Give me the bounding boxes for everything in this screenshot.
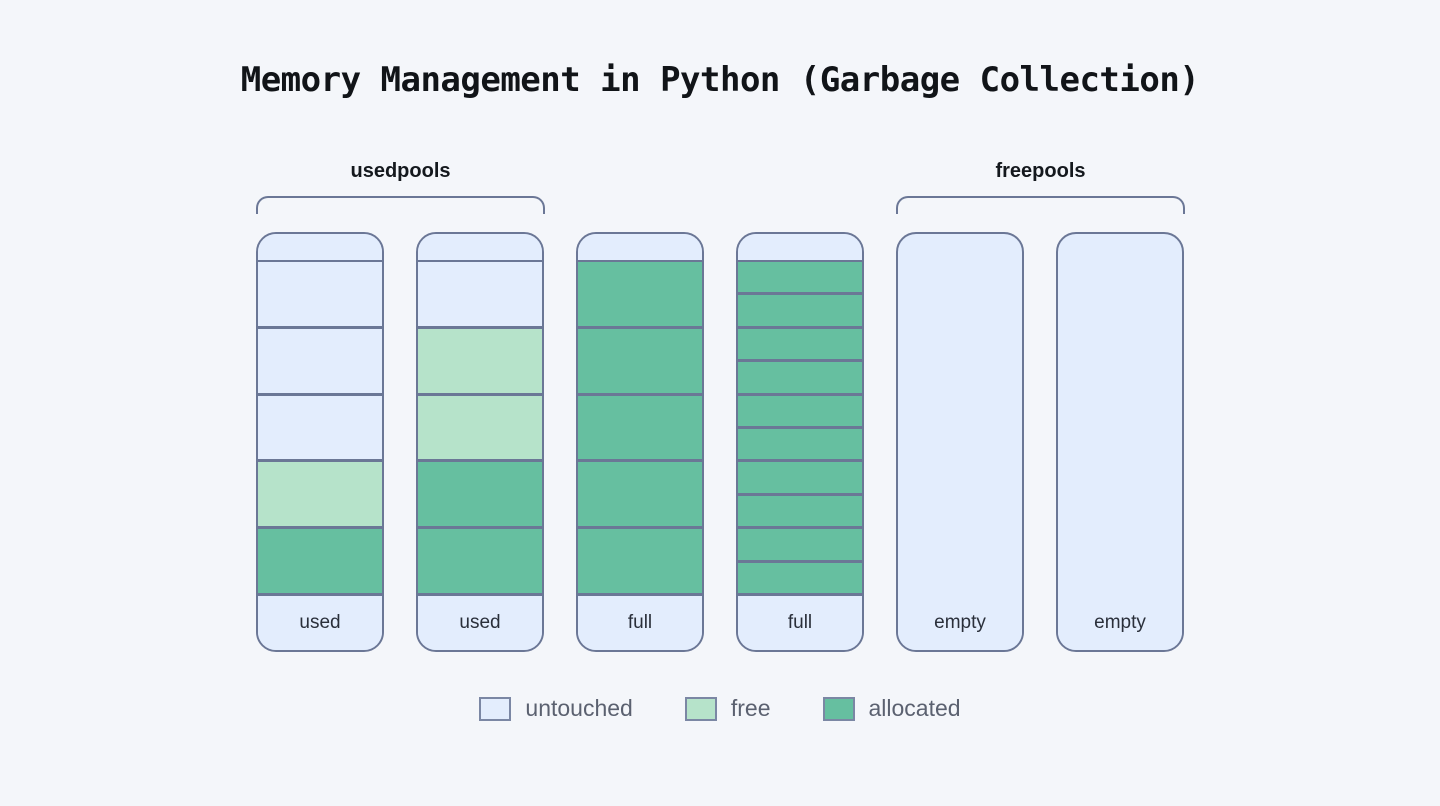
pool-cells — [1058, 234, 1182, 596]
pool-cell-allocated[interactable] — [578, 326, 702, 394]
pool-status-label: full — [738, 594, 862, 650]
pool-2[interactable]: used — [416, 232, 544, 652]
pool-4[interactable]: full — [736, 232, 864, 652]
pool-cell-allocated[interactable] — [738, 527, 862, 561]
pool-cell-allocated[interactable] — [738, 326, 862, 361]
pool-cell-free[interactable] — [258, 460, 382, 528]
pool-cell-free[interactable] — [418, 393, 542, 461]
pool-cells — [258, 260, 382, 594]
pool-1[interactable]: used — [256, 232, 384, 652]
pool-cell-allocated[interactable] — [738, 493, 862, 528]
pool-cell-allocated[interactable] — [418, 527, 542, 594]
pool-3[interactable]: full — [576, 232, 704, 652]
legend-label: allocated — [868, 695, 961, 721]
pool-cell-allocated[interactable] — [738, 293, 862, 327]
pool-cell-allocated[interactable] — [738, 260, 862, 294]
pool-cell-allocated[interactable] — [258, 527, 382, 594]
pool-5[interactable]: empty — [896, 232, 1024, 652]
group-label-freepools: freepools — [995, 160, 1086, 182]
legend-item-free: free — [684, 695, 771, 722]
pool-status-label: empty — [898, 596, 1022, 650]
pool-cap — [578, 234, 702, 260]
pool-cap — [738, 234, 862, 260]
pool-cells — [418, 260, 542, 594]
pool-cell-allocated[interactable] — [738, 460, 862, 494]
legend-swatch-free-icon — [684, 696, 717, 721]
pool-cell-free[interactable] — [418, 326, 542, 394]
pool-cell-allocated[interactable] — [578, 393, 702, 461]
pool-cap — [418, 234, 542, 260]
legend: untouched free allocated — [0, 695, 1440, 722]
pool-cell-untouched[interactable] — [418, 260, 542, 327]
pool-cells — [898, 234, 1022, 596]
pool-cap — [258, 234, 382, 260]
group-label-usedpools: usedpools — [350, 160, 451, 182]
pool-cell-allocated[interactable] — [578, 527, 702, 594]
pool-cell-untouched[interactable] — [258, 393, 382, 461]
pool-cell-allocated[interactable] — [418, 460, 542, 528]
group-bracket-freepools — [896, 196, 1185, 214]
pool-cells — [578, 260, 702, 594]
pool-status-label: full — [578, 594, 702, 650]
pool-cell-allocated[interactable] — [578, 260, 702, 327]
group-bracket-usedpools — [256, 196, 545, 214]
pool-cell-allocated[interactable] — [738, 560, 862, 595]
legend-item-allocated: allocated — [822, 695, 961, 722]
pool-status-label: used — [258, 594, 382, 650]
pool-cell-allocated[interactable] — [738, 427, 862, 461]
pool-cell-untouched[interactable] — [258, 260, 382, 327]
pool-status-label: used — [418, 594, 542, 650]
legend-swatch-untouched-icon — [479, 696, 512, 721]
legend-label: free — [730, 695, 771, 721]
legend-swatch-allocated-icon — [822, 696, 855, 721]
legend-label: untouched — [525, 695, 633, 721]
pool-cells — [738, 260, 862, 595]
pool-cell-allocated[interactable] — [738, 360, 862, 394]
pool-cell-allocated[interactable] — [578, 460, 702, 528]
page-title: Memory Management in Python (Garbage Col… — [240, 60, 1200, 100]
pool-cell-untouched[interactable] — [258, 326, 382, 394]
pool-status-label: empty — [1058, 596, 1182, 650]
pool-cell-allocated[interactable] — [738, 393, 862, 428]
pool-6[interactable]: empty — [1056, 232, 1184, 652]
legend-item-untouched: untouched — [479, 695, 633, 722]
